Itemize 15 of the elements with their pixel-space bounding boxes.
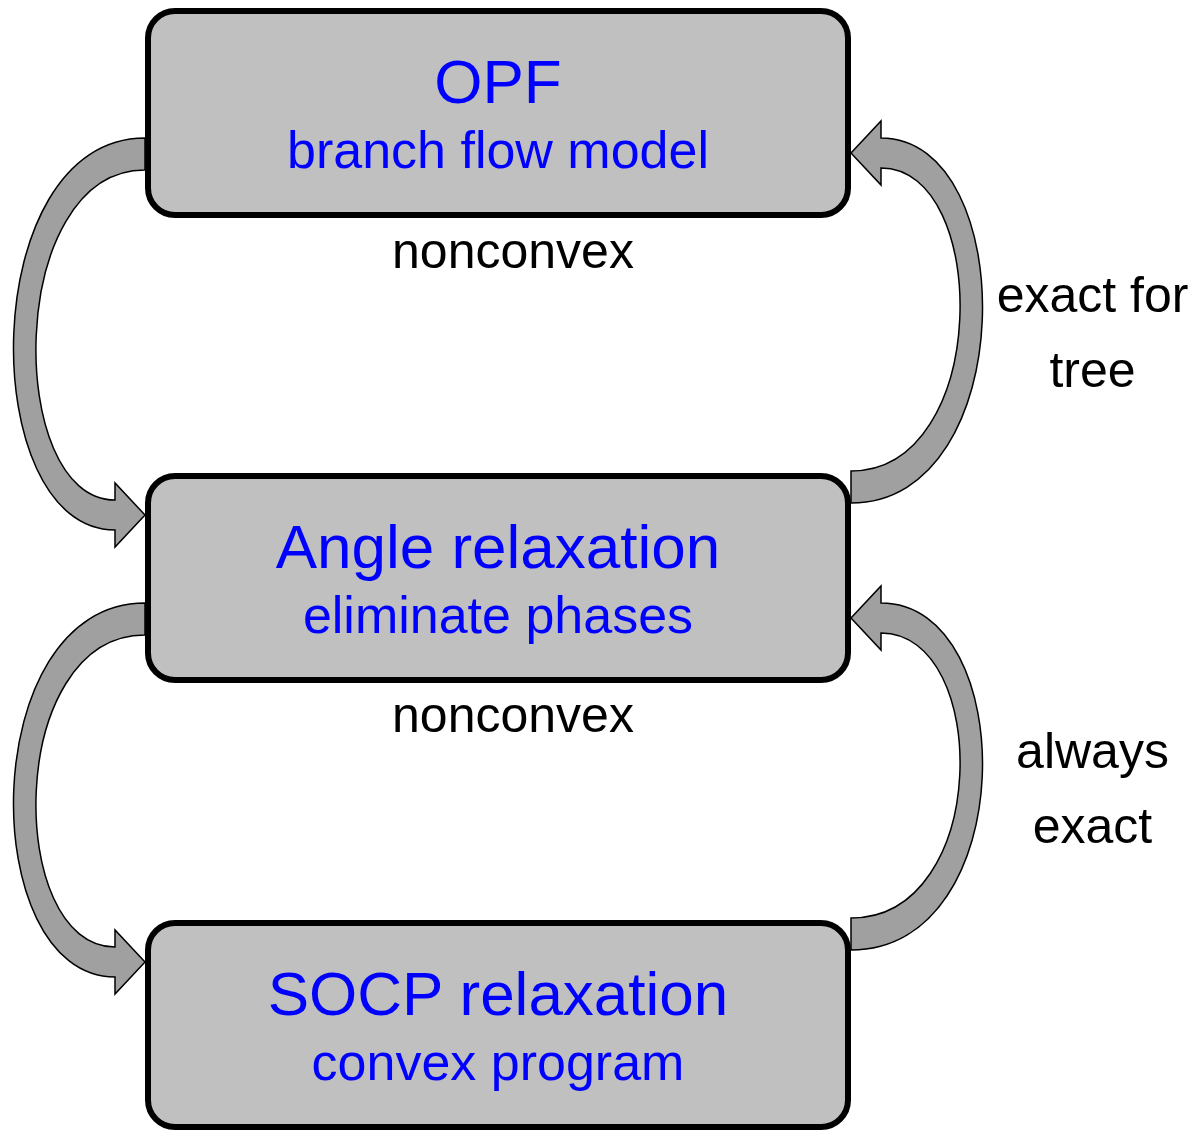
note-text: nonconvex	[391, 222, 635, 280]
curved-arrow	[850, 120, 983, 504]
box-subtitle: branch flow model	[287, 120, 709, 181]
process-box	[145, 920, 851, 1130]
box-title: OPF	[434, 45, 562, 118]
process-box	[145, 473, 851, 683]
process-box	[145, 8, 851, 218]
curved-arrow	[13, 602, 146, 995]
box-subtitle: eliminate phases	[302, 585, 694, 646]
box-title: SOCP relaxation	[267, 957, 729, 1030]
note-text: nonconvex	[391, 686, 635, 744]
box-title: Angle relaxation	[275, 510, 721, 583]
curved-arrow	[850, 585, 983, 951]
box-subtitle: convex program	[311, 1032, 685, 1093]
curved-arrow	[13, 137, 146, 548]
